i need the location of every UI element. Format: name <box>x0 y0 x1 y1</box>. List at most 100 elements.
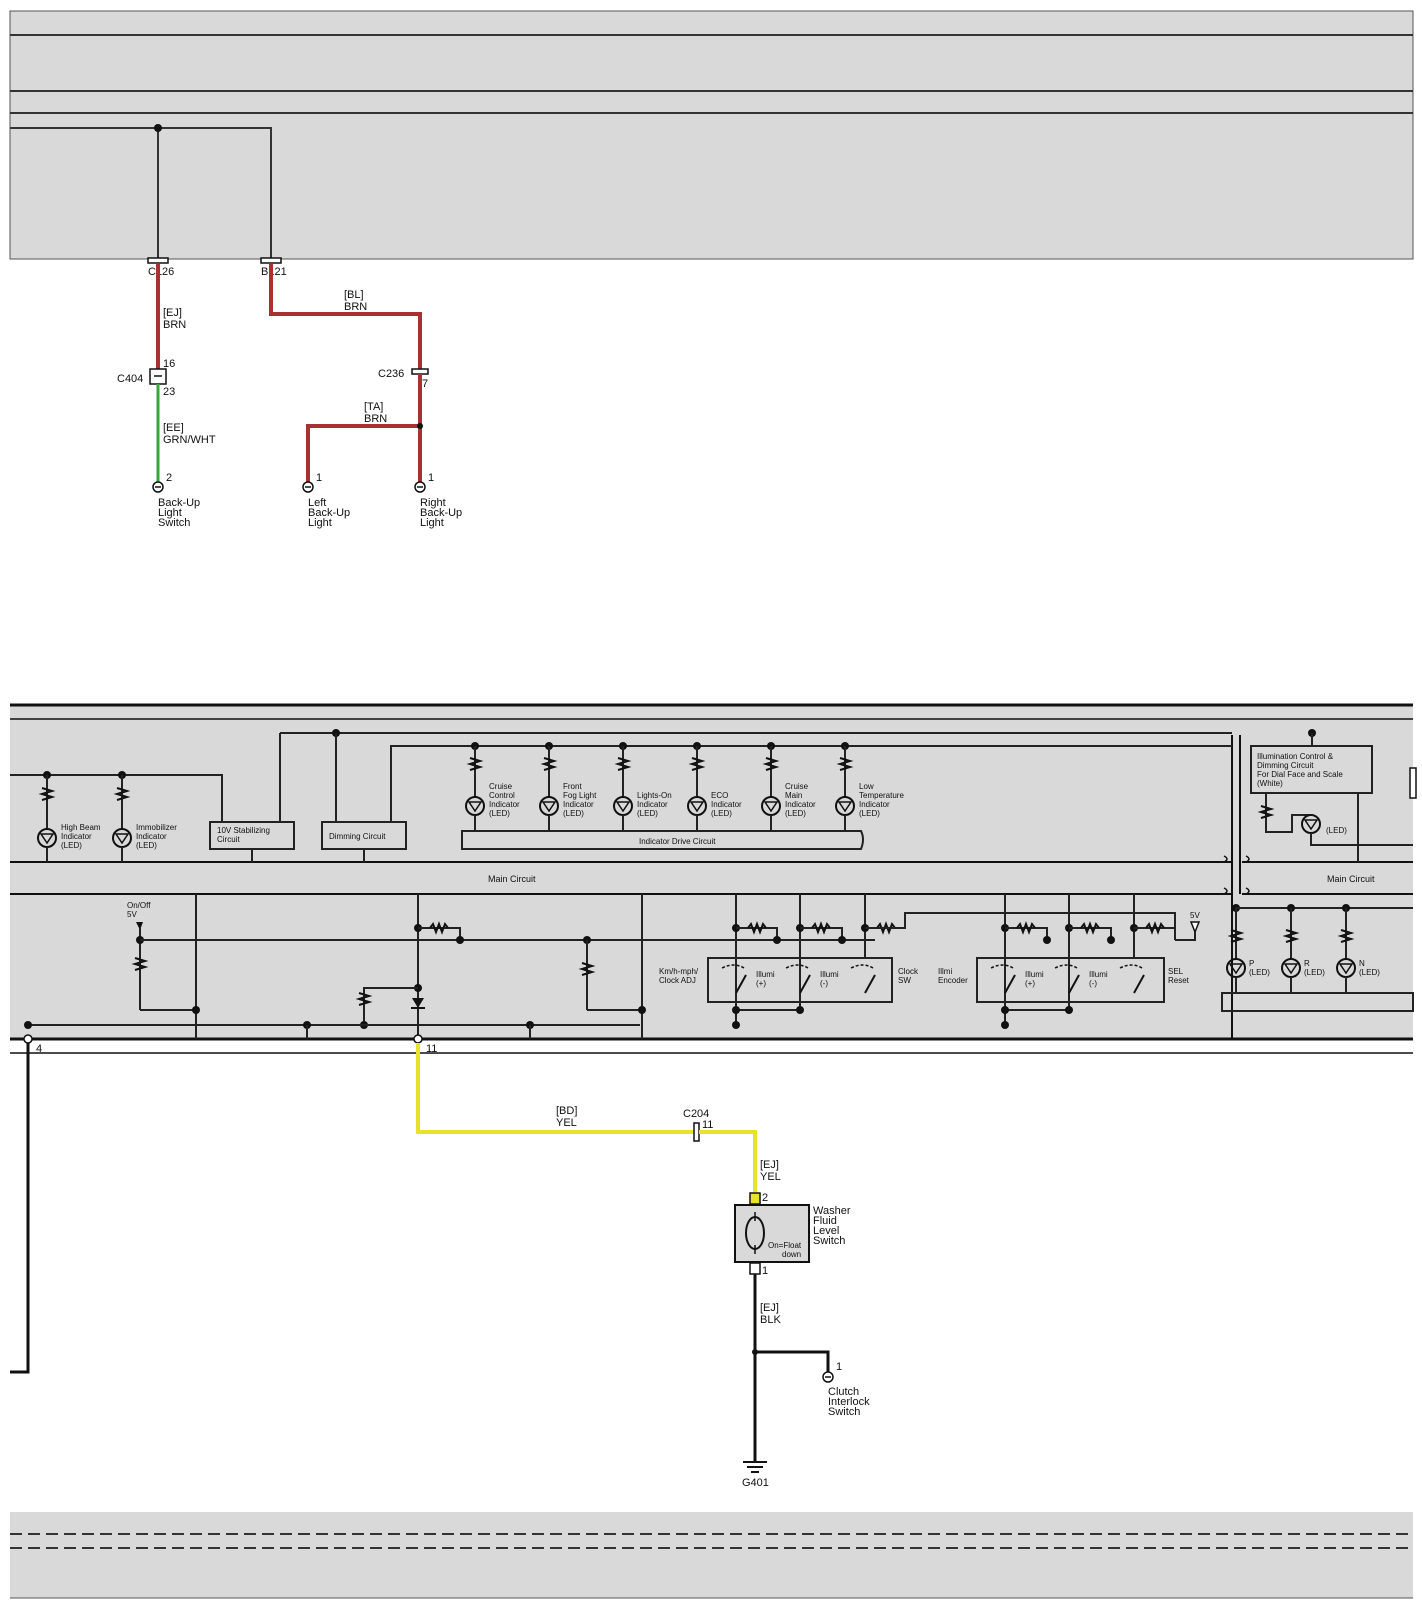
washer-pin-top: 2 <box>762 1192 768 1204</box>
main-circuit-left: Main Circuit <box>488 874 536 884</box>
low-temperature-indicator: Low Temperature Indicator (LED) <box>835 742 904 831</box>
immobilizer-indicator: Immobilizer Indicator (LED) <box>112 775 177 862</box>
onoff-line2: 5V <box>127 910 137 919</box>
immobilizer-line3: (LED) <box>136 841 157 850</box>
washer-line4: Switch <box>813 1235 845 1247</box>
illumination-line1: Illumination Control & <box>1257 752 1334 761</box>
cruise-main-line3: Indicator <box>785 800 816 809</box>
gear-p-line1: P <box>1249 959 1254 968</box>
illumination-led-label: (LED) <box>1326 826 1347 835</box>
illumination-line3: For Dial Face and Scale <box>1257 770 1343 779</box>
right-light-line1: Right <box>420 497 446 509</box>
main-circuit-right: Main Circuit <box>1327 874 1375 884</box>
c204-connector <box>693 1122 700 1142</box>
bl-color-label: BRN <box>344 301 367 313</box>
illumi-minus-line2: (-) <box>820 979 828 988</box>
gear-n-line2: (LED) <box>1359 968 1380 977</box>
illumi-minus2-line2: (-) <box>1089 979 1097 988</box>
indicator-drive-label: Indicator Drive Circuit <box>639 837 716 846</box>
c204-pin: 11 <box>702 1119 713 1131</box>
pin-11-label: 11 <box>426 1043 437 1055</box>
stabilizing-line1: 10V Stabilizing <box>217 826 270 835</box>
illumination-control-box <box>1250 745 1373 794</box>
ej-yel-color: YEL <box>760 1171 781 1183</box>
right-light-pin: 1 <box>428 472 434 484</box>
backup-switch-line3: Switch <box>158 517 190 529</box>
pin-4-label: 4 <box>36 1043 42 1055</box>
high-beam-line2: Indicator <box>61 832 92 841</box>
illumi-plus2-line2: (+) <box>1025 979 1035 988</box>
illumi-plus-line1: Illumi <box>756 970 775 979</box>
illmi-encoder-box <box>976 957 1165 1003</box>
gear-p-indicator: P (LED) <box>1226 908 1270 993</box>
gear-n-indicator: N (LED) <box>1336 904 1380 993</box>
pin-4-terminal <box>23 1034 33 1044</box>
onfloat-line2: down <box>782 1250 801 1259</box>
illumi-minus-line1: Illumi <box>820 970 839 979</box>
cruise-control-line2: Control <box>489 791 515 800</box>
backup-switch-line2: Light <box>158 507 182 519</box>
front-fog-line4: (LED) <box>563 809 584 818</box>
c404-label: C404 <box>117 373 143 385</box>
left-light-line1: Left <box>308 497 326 509</box>
cruise-main-line4: (LED) <box>785 809 806 818</box>
illmi-encoder-line2: Encoder <box>938 976 968 985</box>
left-light-line2: Back-Up <box>308 507 350 519</box>
washer-circuit: [BD] YEL C204 11 [EJ] YEL 2 On=Float dow… <box>10 1043 870 1489</box>
indicator-drive-box <box>461 830 864 850</box>
lights-on-line1: Lights-On <box>637 791 672 800</box>
clutch-line1: Clutch <box>828 1386 859 1398</box>
front-fog-indicator: Front Fog Light Indicator (LED) <box>539 742 597 831</box>
illumination-line2: Dimming Circuit <box>1257 761 1314 770</box>
cruise-main-indicator: Cruise Main Indicator (LED) <box>761 742 816 831</box>
right-light-line3: Light <box>420 517 444 529</box>
gear-r-indicator: R (LED) <box>1281 904 1325 993</box>
c126-connector <box>147 257 169 264</box>
left-light-line3: Light <box>308 517 332 529</box>
sel-reset-line2: Reset <box>1168 976 1190 985</box>
ej-code-label: [EJ] <box>163 307 182 319</box>
ej-blk-color: BLK <box>760 1314 781 1326</box>
clock-sw-line1: Clock <box>898 967 919 976</box>
gauge-cluster: Main Circuit Main Circuit High Beam Indi… <box>10 703 1417 1055</box>
clock-sw-line2: SW <box>898 976 911 985</box>
c404-pin-top: 16 <box>163 358 175 370</box>
gear-n-line1: N <box>1359 959 1365 968</box>
high-beam-indicator: High Beam Indicator (LED) <box>37 775 101 862</box>
ej-color-label: BRN <box>163 319 186 331</box>
lights-on-line2: Indicator <box>637 800 668 809</box>
cruise-control-line1: Cruise <box>489 782 513 791</box>
cruise-control-line4: (LED) <box>489 809 510 818</box>
high-beam-line3: (LED) <box>61 841 82 850</box>
clutch-line2: Interlock <box>828 1396 870 1408</box>
gear-r-line1: R <box>1304 959 1310 968</box>
washer-line1: Washer <box>813 1205 851 1217</box>
c126-label: C126 <box>148 266 174 278</box>
c404-pin-bottom: 23 <box>163 386 175 398</box>
dimming-label: Dimming Circuit <box>329 832 386 841</box>
cruise-control-indicator: Cruise Control Indicator (LED) <box>465 742 520 831</box>
illmi-encoder-line1: Illmi <box>938 967 952 976</box>
washer-line2: Fluid <box>813 1215 837 1227</box>
bottom-panel <box>10 1512 1413 1599</box>
clutch-line3: Switch <box>828 1406 860 1418</box>
c236-label: C236 <box>378 368 404 380</box>
front-fog-line1: Front <box>563 782 582 791</box>
low-temp-line1: Low <box>859 782 874 791</box>
high-beam-line1: High Beam <box>61 823 101 832</box>
lights-on-line3: (LED) <box>637 809 658 818</box>
eco-line3: (LED) <box>711 809 732 818</box>
lights-on-indicator: Lights-On Indicator (LED) <box>613 742 672 831</box>
low-temp-line2: Temperature <box>859 791 904 800</box>
eco-indicator: ECO Indicator (LED) <box>687 742 742 831</box>
ground-label: G401 <box>742 1477 769 1489</box>
washer-line3: Level <box>813 1225 839 1237</box>
backup-switch-line1: Back-Up <box>158 497 200 509</box>
gear-indicator-box <box>1221 992 1414 1012</box>
washer-switch-box <box>734 1204 810 1263</box>
illumi-plus-line2: (+) <box>756 979 766 988</box>
bd-color-label: YEL <box>556 1117 577 1129</box>
kmh-line1: Km/h-mph/ <box>659 967 699 976</box>
immobilizer-line1: Immobilizer <box>136 823 177 832</box>
right-light-line2: Back-Up <box>420 507 462 519</box>
